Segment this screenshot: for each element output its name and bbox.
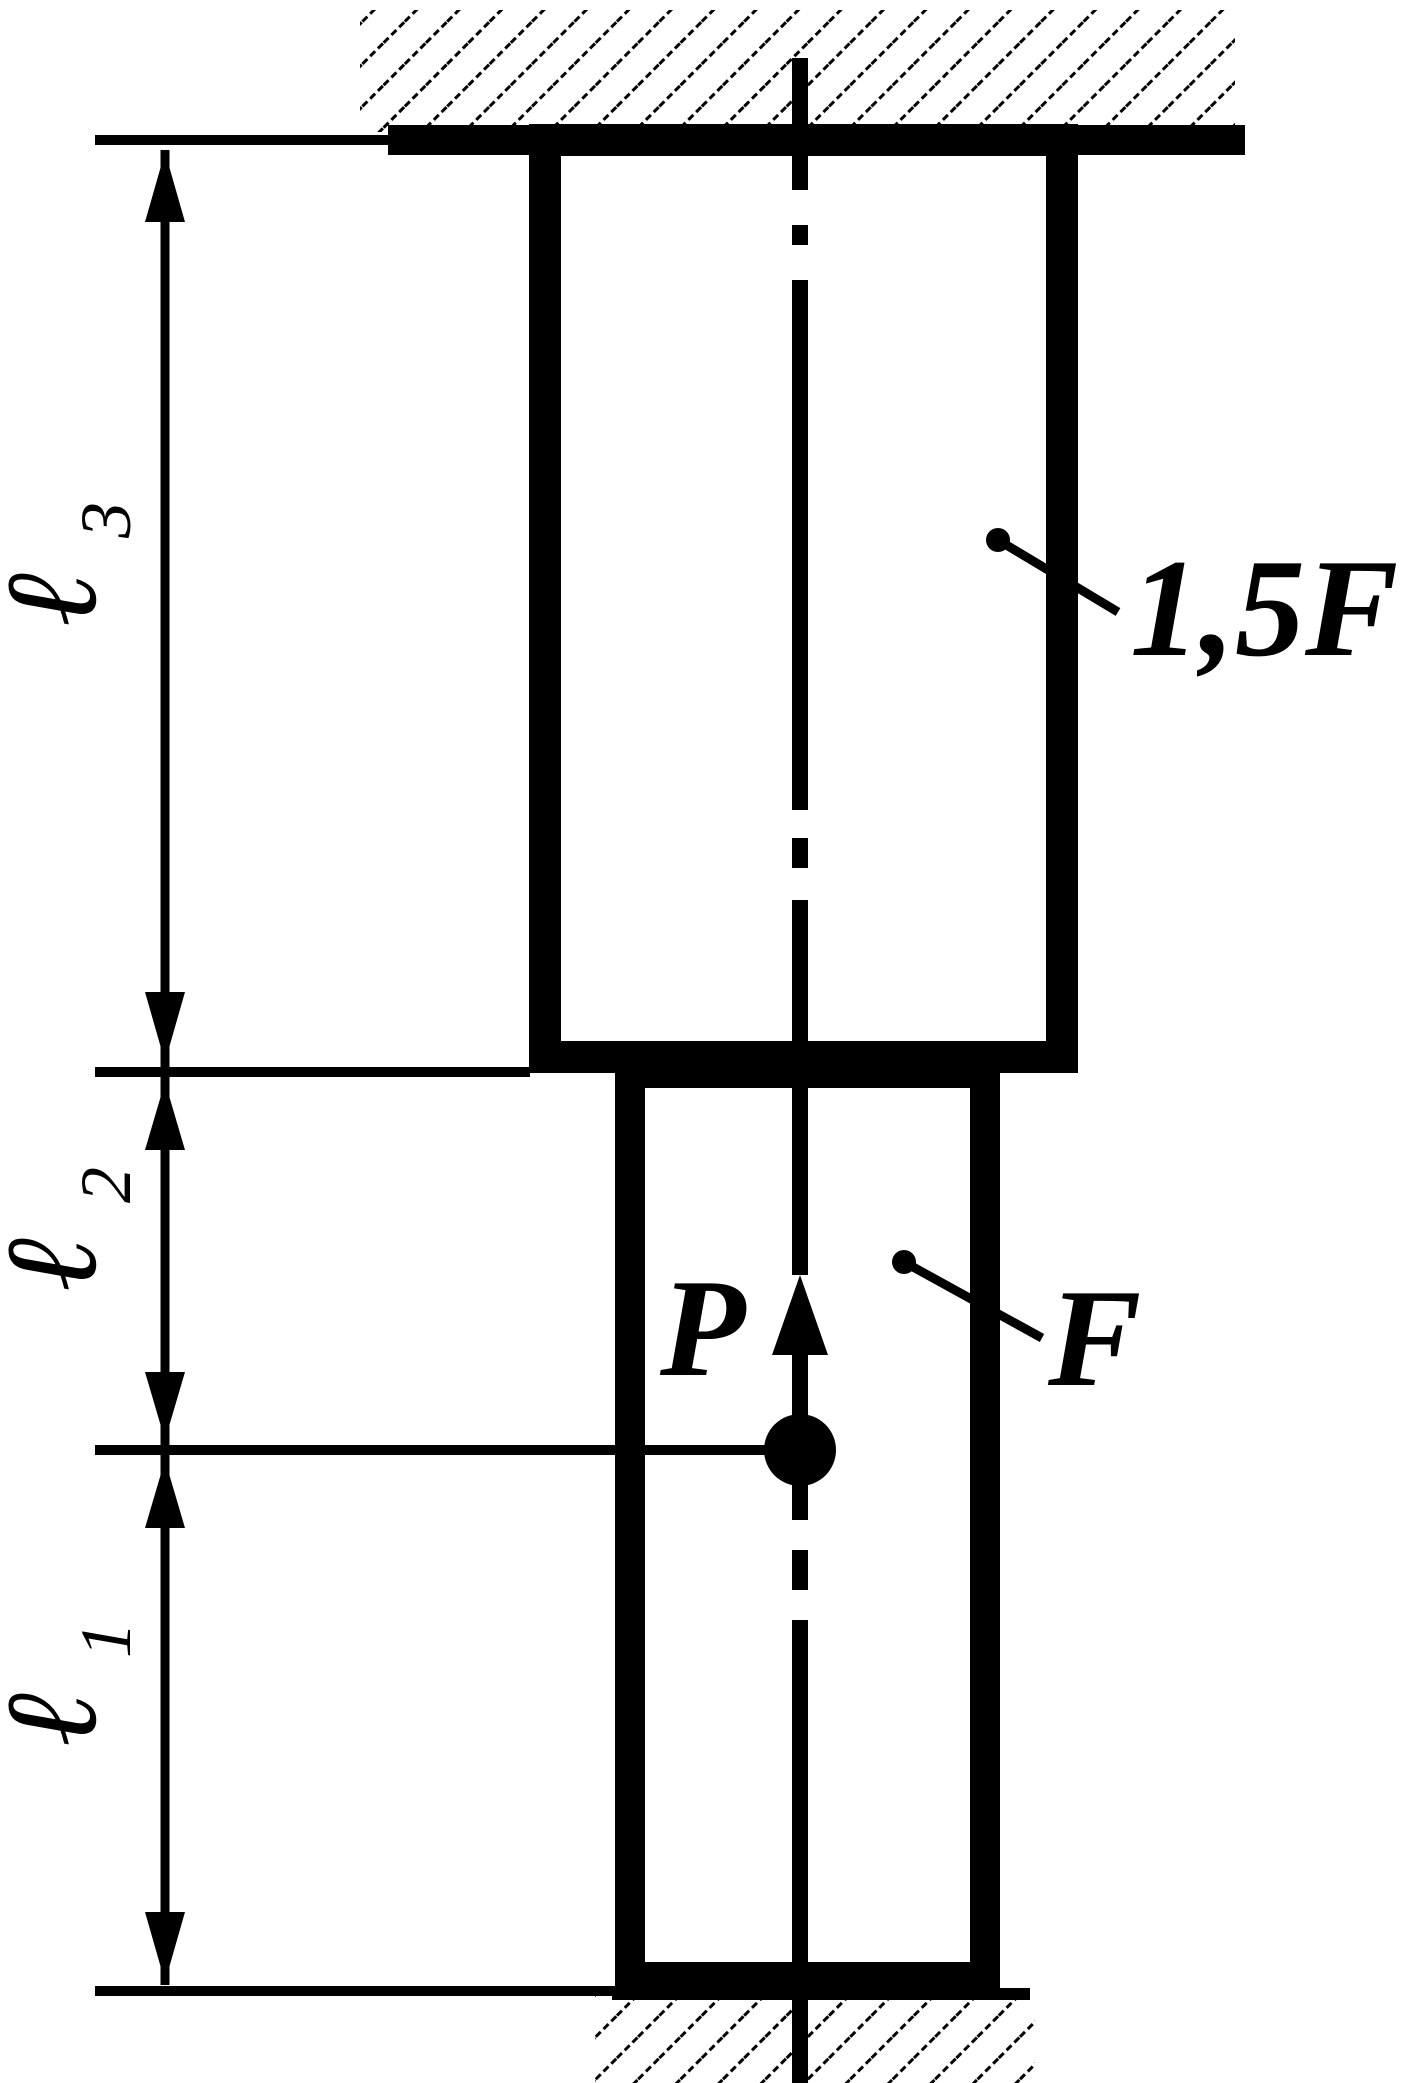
dim-label-l3: ℓ 3 (0, 502, 146, 627)
bottom-support (595, 1988, 1035, 2083)
l2-index: 2 (66, 1167, 146, 1203)
dim-label-l2: ℓ 2 (0, 1167, 146, 1292)
l3-symbol: ℓ (0, 573, 126, 627)
l1-index: 1 (66, 1622, 146, 1658)
l1-symbol: ℓ (0, 1693, 126, 1747)
lower-area-label: F (1047, 1261, 1141, 1416)
force-label: P (659, 1251, 747, 1406)
bottom-support-hatch (595, 1993, 1035, 2083)
leader-upper (986, 528, 1121, 616)
l2-symbol: ℓ (0, 1238, 126, 1292)
upper-area-label: 1,5F (1130, 531, 1398, 686)
l3-index: 3 (66, 502, 146, 539)
leader-lower (892, 1250, 1045, 1342)
dimension-line (145, 150, 185, 1985)
dim-label-l1: ℓ 1 (0, 1622, 146, 1747)
